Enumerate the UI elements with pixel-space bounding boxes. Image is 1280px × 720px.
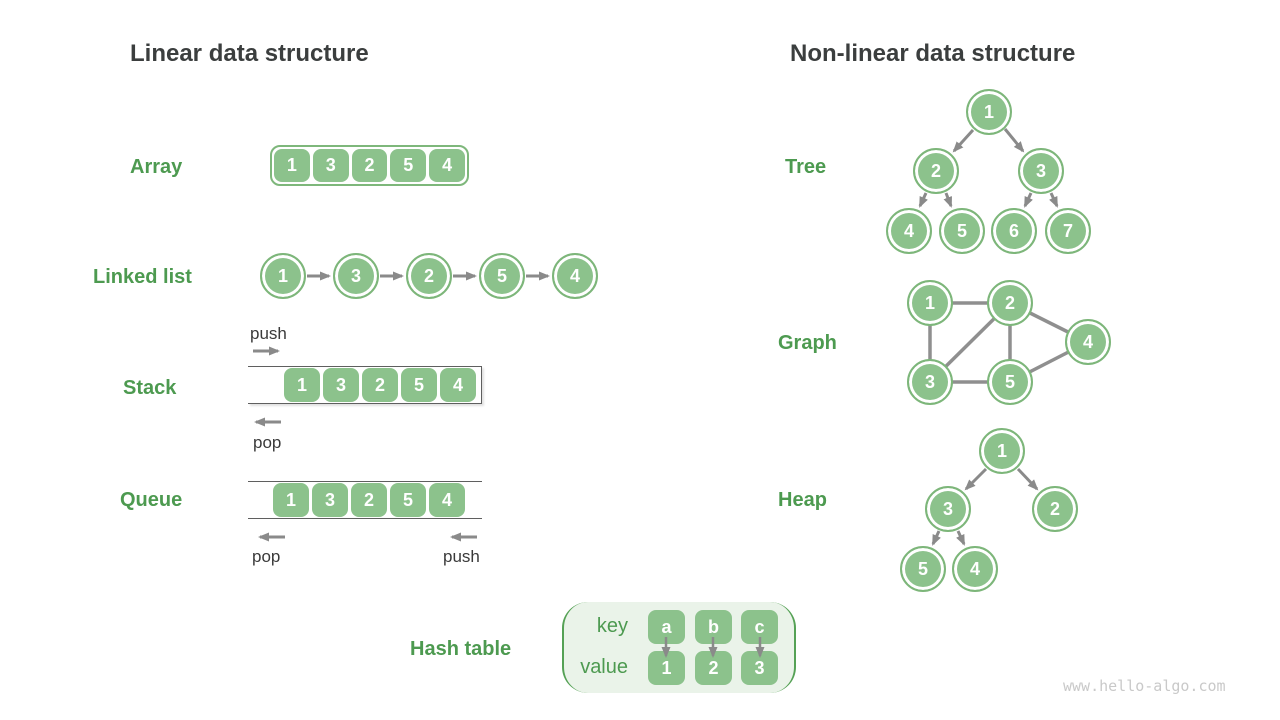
left-column-title: Linear data structure — [130, 40, 369, 67]
queue-container: 1 3 2 5 4 — [248, 481, 482, 519]
linked-list-node: 2 — [406, 253, 452, 299]
heap-node: 4 — [952, 546, 998, 592]
graph-label: Graph — [778, 332, 837, 354]
linked-list-label: Linked list — [93, 266, 192, 288]
stack-cell: 3 — [323, 368, 359, 402]
heap-edges — [931, 467, 1039, 546]
tree-edges — [918, 128, 1059, 208]
hash-table-label: Hash table — [410, 638, 512, 660]
right-column-title: Non-linear data structure — [790, 40, 1076, 67]
graph-node: 4 — [1065, 319, 1111, 365]
queue-pop-label: pop — [252, 547, 281, 566]
graph-node: 3 — [907, 359, 953, 405]
tree-node: 5 — [939, 208, 985, 254]
stack-label: Stack — [123, 377, 177, 399]
array-cell: 1 — [274, 149, 310, 182]
linked-list-node: 5 — [479, 253, 525, 299]
heap-node: 5 — [900, 546, 946, 592]
queue-cell: 2 — [351, 483, 387, 517]
tree-node: 6 — [991, 208, 1037, 254]
hash-value-label: value — [580, 656, 628, 678]
stack-cell: 2 — [362, 368, 398, 402]
tree-node: 4 — [886, 208, 932, 254]
stack-push-label: push — [250, 324, 287, 343]
linked-list-node: 4 — [552, 253, 598, 299]
stack-cell: 1 — [284, 368, 320, 402]
tree-node: 3 — [1018, 148, 1064, 194]
queue-label: Queue — [120, 489, 183, 511]
heap-node: 1 — [979, 428, 1025, 474]
graph-node: 1 — [907, 280, 953, 326]
hash-arrows — [661, 637, 765, 658]
stack-container: 1 3 2 5 4 — [248, 366, 482, 404]
array-cell: 3 — [312, 149, 349, 182]
queue-cell: 4 — [429, 483, 465, 517]
stack-cell: 5 — [401, 368, 437, 402]
heap-node: 3 — [925, 486, 971, 532]
linked-list-node: 3 — [333, 253, 379, 299]
linked-list-node: 1 — [260, 253, 306, 299]
array-cell: 4 — [429, 149, 465, 182]
queue-cell: 3 — [312, 483, 348, 517]
stack-arrows — [253, 346, 281, 427]
tree-node: 1 — [966, 89, 1012, 135]
tree-node: 2 — [913, 148, 959, 194]
heap-label: Heap — [778, 489, 827, 511]
stack-pop-label: pop — [253, 433, 282, 452]
graph-node: 2 — [987, 280, 1033, 326]
watermark: www.hello-algo.com — [1063, 677, 1226, 695]
stack-cell: 4 — [440, 368, 476, 402]
tree-label: Tree — [785, 156, 827, 178]
array-cell: 2 — [351, 149, 388, 182]
array-label: Array — [130, 156, 183, 178]
array-container: 1 3 2 5 4 — [270, 145, 469, 186]
queue-push-label: push — [443, 547, 480, 566]
hash-key-label: key — [596, 615, 628, 637]
array-cell: 5 — [390, 149, 427, 182]
graph-node: 5 — [987, 359, 1033, 405]
heap-node: 2 — [1032, 486, 1078, 532]
queue-cell: 1 — [273, 483, 309, 517]
queue-cell: 5 — [390, 483, 426, 517]
tree-node: 7 — [1045, 208, 1091, 254]
